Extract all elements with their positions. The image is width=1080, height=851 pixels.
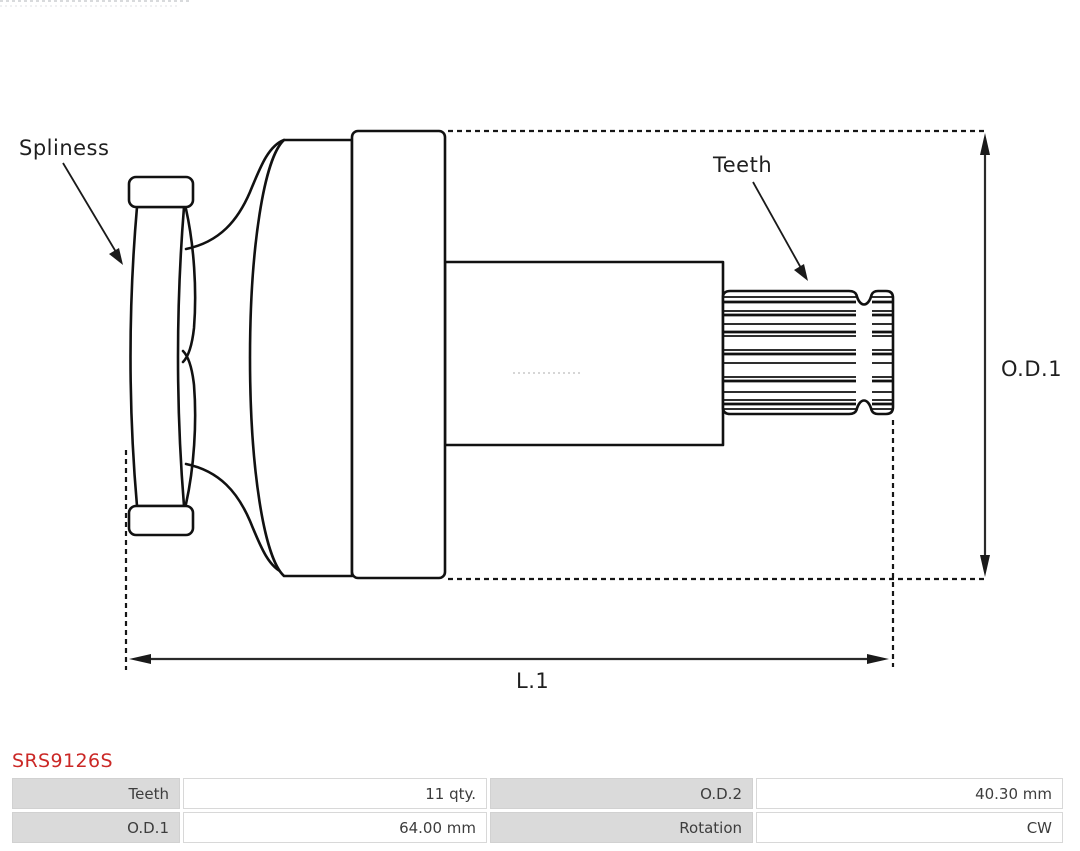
od1-dimension: O.D.1 bbox=[980, 133, 1062, 577]
l1-dimension: L.1 bbox=[129, 654, 889, 693]
spec-value-cell: 11 qty. bbox=[183, 778, 487, 809]
teeth-callout: Teeth bbox=[712, 153, 808, 281]
spliness-label: Spliness bbox=[19, 136, 109, 160]
collar-top-block bbox=[127, 175, 195, 209]
splined-shaft bbox=[721, 289, 895, 416]
part-diagram: O.D.1 L.1 bbox=[19, 129, 1062, 693]
top-left-artifact bbox=[0, 0, 192, 8]
spec-label-cell: Rotation bbox=[490, 812, 753, 843]
l1-label: L.1 bbox=[516, 669, 549, 693]
extension-lines bbox=[124, 129, 988, 670]
collar-rim-bottom bbox=[181, 349, 197, 506]
teeth-label: Teeth bbox=[712, 153, 772, 177]
spec-label-cell: O.D.2 bbox=[490, 778, 753, 809]
od1-label: O.D.1 bbox=[1001, 357, 1062, 381]
bell-housing bbox=[248, 138, 354, 578]
collar-band bbox=[129, 205, 186, 508]
spliness-callout: Spliness bbox=[19, 136, 123, 265]
pinion-teeth-lines bbox=[724, 296, 856, 410]
mid-shaft bbox=[443, 260, 725, 447]
main-cylinder bbox=[350, 129, 447, 580]
bell-top-curve bbox=[184, 138, 286, 251]
spec-value-cell: 64.00 mm bbox=[183, 812, 487, 843]
collar-bottom-block bbox=[127, 504, 195, 537]
bell-bottom-curve bbox=[184, 462, 286, 575]
spec-label-cell: O.D.1 bbox=[12, 812, 180, 843]
spec-table: Teeth 11 qty. O.D.2 40.30 mm O.D.1 64.00… bbox=[12, 778, 1064, 843]
spec-value-cell: 40.30 mm bbox=[756, 778, 1063, 809]
spec-value-cell: CW bbox=[756, 812, 1063, 843]
spec-label-cell: Teeth bbox=[12, 778, 180, 809]
shaft-tip-spline-lines bbox=[872, 296, 892, 410]
part-outline bbox=[127, 129, 895, 580]
part-code[interactable]: SRS9126S bbox=[12, 750, 113, 772]
technical-drawing: O.D.1 L.1 bbox=[19, 129, 1062, 693]
collar-rim-top bbox=[181, 207, 197, 364]
